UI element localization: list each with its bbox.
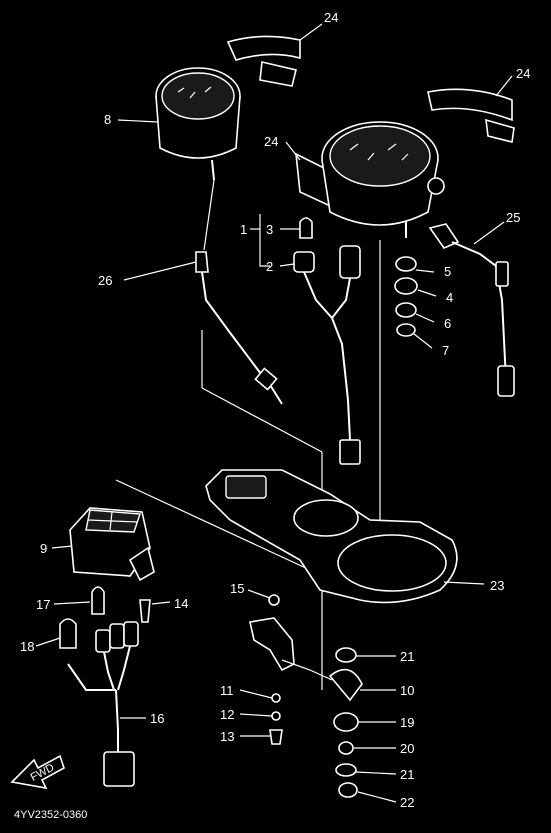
callout-10: 10 xyxy=(400,683,414,698)
callout-2: 2 xyxy=(266,259,273,274)
callout-20: 20 xyxy=(400,741,414,756)
callout-24: 24 xyxy=(516,66,530,81)
callout-8: 8 xyxy=(104,112,111,127)
callout-24: 24 xyxy=(264,134,278,149)
meter-cable xyxy=(195,251,283,405)
callout-7: 7 xyxy=(442,343,449,358)
relay-box xyxy=(69,507,155,582)
callout-labels: 24 24 24 8 1 3 2 25 26 5 4 6 7 9 23 15 1… xyxy=(20,10,530,810)
callout-leaders xyxy=(35,23,513,803)
callout-13: 13 xyxy=(220,729,234,744)
callout-15: 15 xyxy=(230,581,244,596)
small-meter xyxy=(155,67,241,181)
callout-9: 9 xyxy=(40,541,47,556)
callout-5: 5 xyxy=(444,264,451,279)
callout-19: 19 xyxy=(400,715,414,730)
washer-stack xyxy=(394,256,418,337)
callout-14: 14 xyxy=(174,596,188,611)
callout-16: 16 xyxy=(150,711,164,726)
small-fasteners-left xyxy=(59,586,151,649)
callout-4: 4 xyxy=(446,290,453,305)
bulb-sockets xyxy=(293,217,361,465)
callout-1: 1 xyxy=(240,222,247,237)
lower-bracket-hardware xyxy=(249,594,333,745)
right-cable xyxy=(428,223,515,397)
callout-11: 11 xyxy=(220,683,234,698)
wire-harness xyxy=(67,621,139,787)
callout-24: 24 xyxy=(324,10,338,25)
large-meter xyxy=(321,121,445,238)
callout-22: 22 xyxy=(400,795,414,810)
callout-12: 12 xyxy=(220,707,234,722)
cover-strip-top xyxy=(226,35,301,87)
callout-21: 21 xyxy=(400,649,414,664)
callout-18: 18 xyxy=(20,639,34,654)
callout-21: 21 xyxy=(400,767,414,782)
grommet-stack xyxy=(328,647,363,798)
callout-25: 25 xyxy=(506,210,520,225)
callout-23: 23 xyxy=(490,578,504,593)
fwd-arrow: FWD xyxy=(10,754,65,790)
callout-3: 3 xyxy=(266,222,273,237)
callout-26: 26 xyxy=(98,273,112,288)
part-code: 4YV2352-0360 xyxy=(14,809,87,821)
callout-6: 6 xyxy=(444,316,451,331)
meter-bracket xyxy=(205,469,458,604)
cover-strip-right xyxy=(427,88,515,143)
callout-17: 17 xyxy=(36,597,50,612)
